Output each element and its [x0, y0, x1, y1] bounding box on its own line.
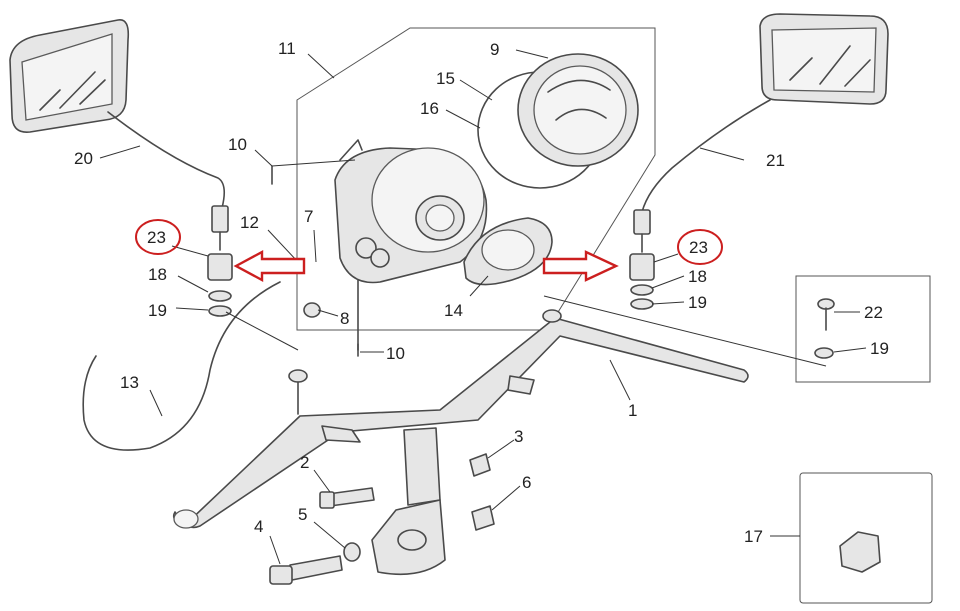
leader-lines [99, 49, 867, 565]
fasteners [269, 165, 835, 585]
label-23-left: 23 [147, 228, 166, 247]
left-23-highlight-circle [135, 219, 181, 255]
right-red-arrow [542, 250, 619, 282]
label-15: 15 [436, 69, 455, 88]
label-10-top: 10 [228, 135, 247, 154]
part-labels: 20 10 11 23 12 7 18 19 8 10 13 9 15 16 1… [74, 39, 889, 546]
handlebar [172, 309, 749, 529]
label-18-right: 18 [688, 267, 707, 286]
cluster-frame [296, 27, 656, 331]
label-13: 13 [120, 373, 139, 392]
label-21: 21 [766, 151, 785, 170]
label-20: 20 [74, 149, 93, 168]
instrument-housing [334, 139, 488, 351]
label-5: 5 [298, 505, 307, 524]
label-16: 16 [420, 99, 439, 118]
label-7: 7 [304, 207, 313, 226]
left-spacer-stack [207, 253, 233, 317]
right-spacer-stack [629, 253, 655, 310]
label-4: 4 [254, 517, 263, 536]
label-1: 1 [628, 401, 637, 420]
label-18-left: 18 [148, 265, 167, 284]
right-mirror [633, 13, 889, 253]
label-19-inset: 19 [870, 339, 889, 358]
label-9: 9 [490, 40, 499, 59]
label-14: 14 [444, 301, 463, 320]
label-3: 3 [514, 427, 523, 446]
left-red-arrow [233, 249, 306, 283]
right-23-highlight-circle [677, 229, 723, 265]
label-12: 12 [240, 213, 259, 232]
label-23-right: 23 [689, 238, 708, 257]
label-19-left: 19 [148, 301, 167, 320]
label-11: 11 [278, 39, 296, 58]
handlebar-stem [321, 375, 535, 576]
bezel [463, 217, 553, 286]
label-8: 8 [340, 309, 349, 328]
inset-box-clip [799, 472, 933, 604]
label-2: 2 [300, 453, 309, 472]
speedometer-cable [82, 281, 281, 451]
label-19-right: 19 [688, 293, 707, 312]
label-6: 6 [522, 473, 531, 492]
label-10-bottom: 10 [386, 344, 405, 363]
label-17: 17 [744, 527, 763, 546]
left-mirror [9, 19, 229, 251]
lens-assembly [477, 53, 639, 189]
inset-box-bolt [795, 275, 931, 383]
label-22: 22 [864, 303, 883, 322]
